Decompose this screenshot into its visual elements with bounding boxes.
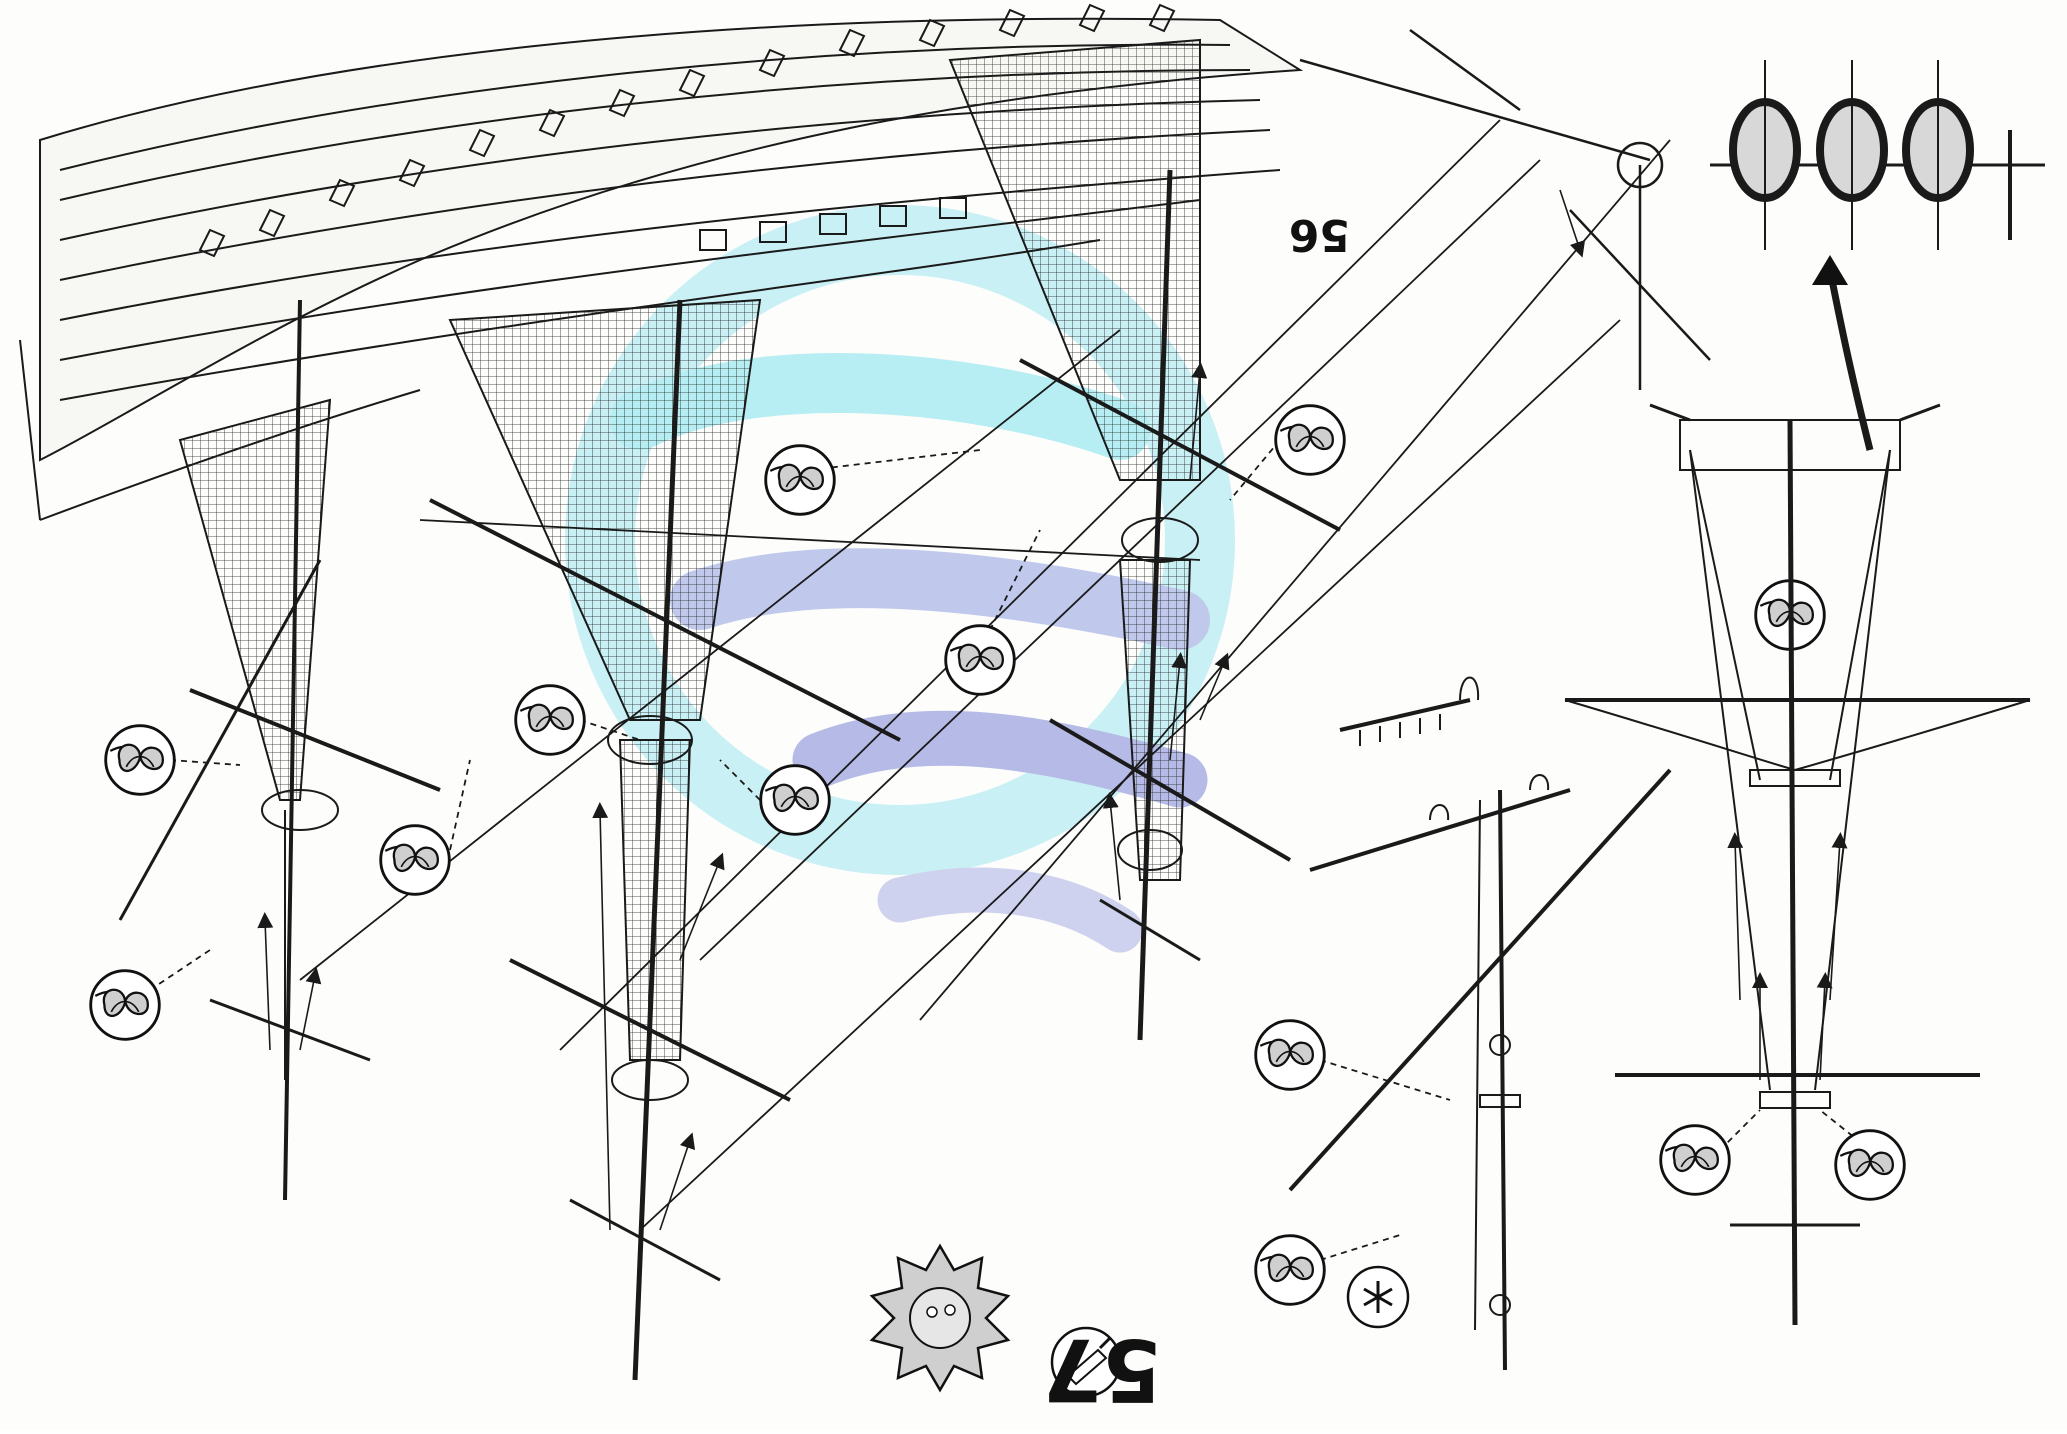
knot-callout-icon [1659,1124,1731,1196]
knot-callout-icon [1274,404,1346,476]
asterisk-icon [1346,1265,1410,1329]
glue-tube-icon [1050,1326,1122,1398]
knot-callout-icon [944,624,1016,696]
knot-callout-icon [89,969,161,1041]
deadeye-detail-inset [1710,60,2045,451]
knot-callout-icon [514,684,586,756]
front-view-arrows [1727,832,1848,1081]
gun-port-row [699,197,967,251]
dashed-leaders [149,439,1871,1261]
pin-rail-detail [1288,676,1672,1371]
main-mast [429,298,901,1381]
knot-callout-icon [1254,1234,1326,1306]
rigging-arrows [257,189,1586,1231]
mast-front-view [1564,403,2031,1326]
fore-mast [948,38,1341,1041]
knot-callout-icon [1834,1129,1906,1201]
deck-fittings [198,3,1176,258]
knot-callout-icon [759,764,831,836]
arrow-icon [1826,269,1874,451]
knot-callout-icon [764,444,836,516]
knot-callout-icon [1254,1019,1326,1091]
step-number-57: 57 [1042,1319,1162,1419]
bowsprit [1299,28,1711,390]
knot-callout-icon [104,724,176,796]
step-number-56: 56 [1289,209,1350,260]
knot-callout-icon [379,824,451,896]
star-decal-icon [869,1243,1011,1393]
mizzen-mast [118,299,441,1201]
